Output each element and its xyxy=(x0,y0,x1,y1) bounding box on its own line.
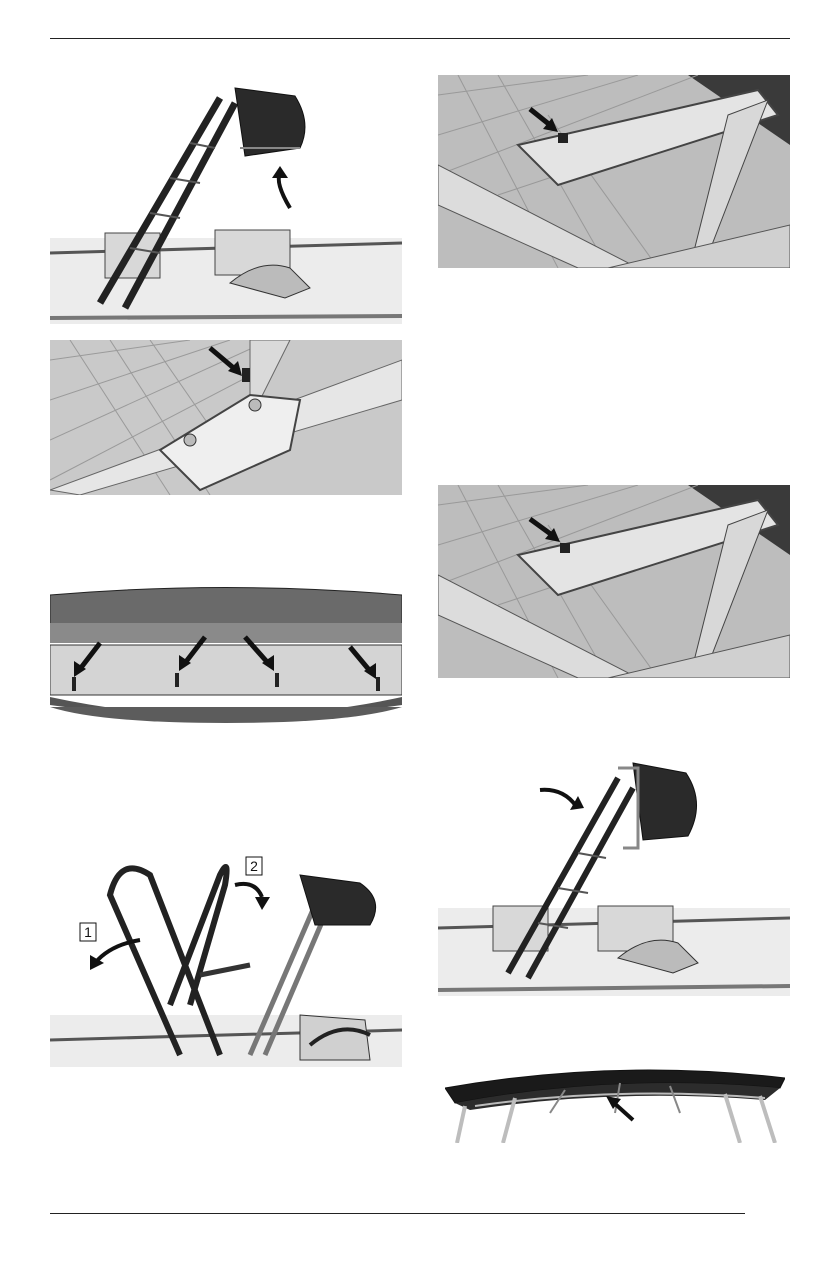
figure-roof-strap xyxy=(445,1058,785,1143)
callout-1-box xyxy=(79,922,97,942)
callout-2-box xyxy=(245,856,263,876)
callout-2: 2 xyxy=(250,858,258,874)
figure-side-arm-latch xyxy=(438,75,790,268)
pointer-arrow-icon xyxy=(606,1096,635,1122)
figure-hinge-bracket xyxy=(50,340,402,495)
callout-1: 1 xyxy=(84,924,92,940)
footer-rule xyxy=(50,1213,745,1214)
pointer-arrow-icon xyxy=(208,346,242,376)
figure-rollbar-fold xyxy=(50,78,402,324)
figure-visor-fasteners xyxy=(50,585,402,723)
figure-side-arm-latch-repeat xyxy=(438,485,790,678)
curved-arrow-icon xyxy=(90,881,270,970)
figure-rollbar-forward xyxy=(438,758,790,996)
curved-arrow-icon xyxy=(539,787,584,810)
curved-arrow-icon xyxy=(276,172,292,210)
header-rule xyxy=(50,38,790,39)
figure-rollbar-sequence: 1 2 xyxy=(50,855,402,1067)
pointer-arrow-icon xyxy=(528,516,560,542)
pointer-arrow-icon xyxy=(78,635,372,673)
pointer-arrow-icon xyxy=(528,107,558,132)
